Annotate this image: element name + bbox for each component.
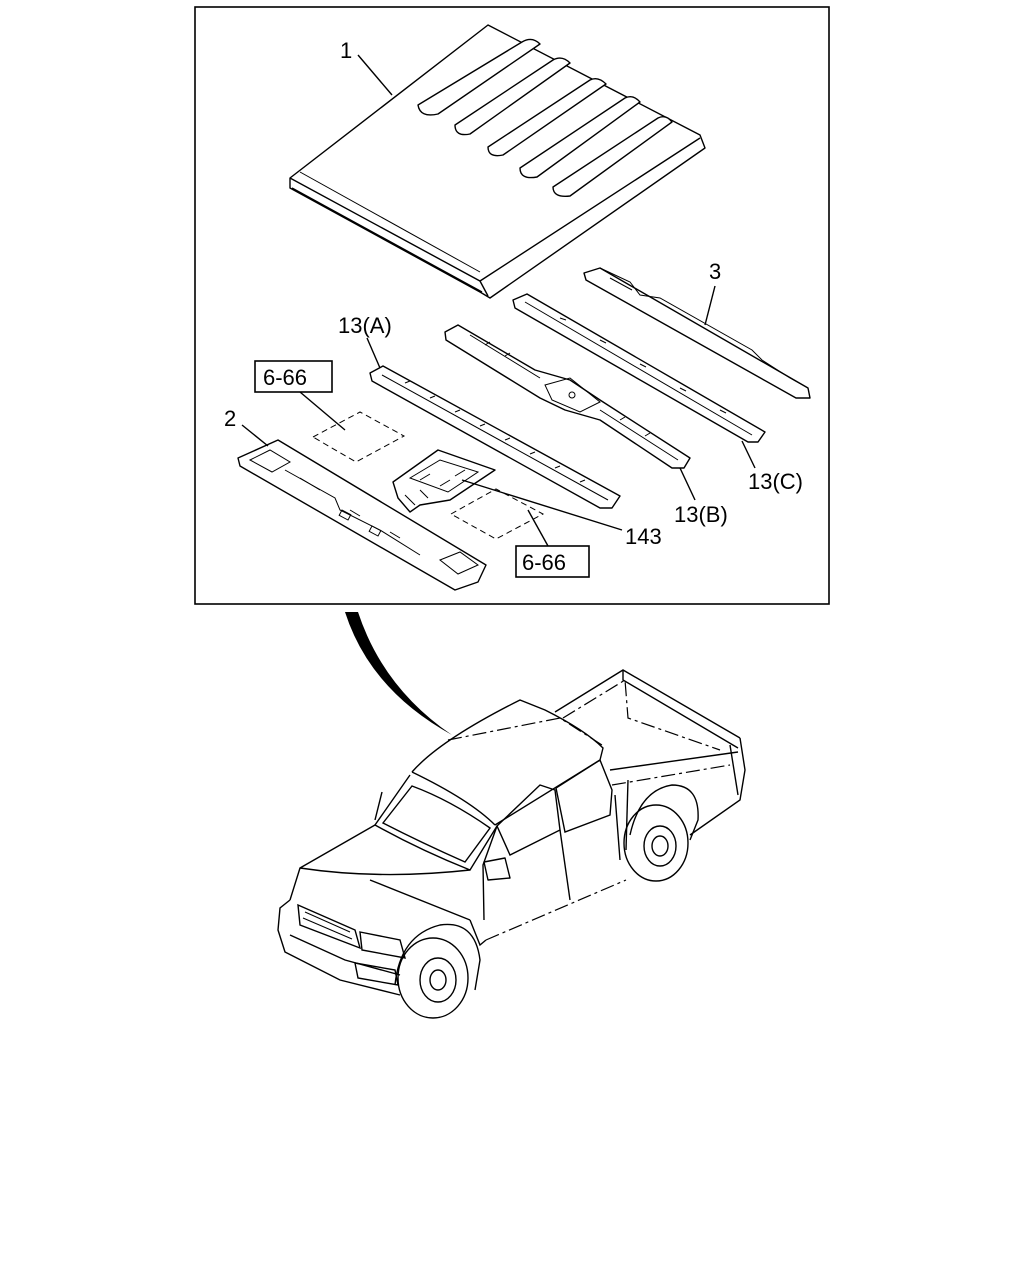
roof-bow-13c[interactable]: [512, 293, 766, 443]
callout-part-3: 3: [709, 259, 721, 284]
insulator-pad-b: [449, 488, 545, 540]
callout-part-13a: 13(A): [338, 313, 392, 338]
reference-label-b: 6-66: [522, 550, 566, 575]
insulator-pad-a: [311, 411, 406, 463]
bracket-143[interactable]: [392, 449, 496, 513]
reference-box-b[interactable]: 6-66: [515, 545, 590, 578]
callout-part-13b: 13(B): [674, 502, 728, 527]
callout-part-13c: 13(C): [748, 469, 803, 494]
callout-part-143: 143: [625, 524, 662, 549]
roof-bow-13a[interactable]: [369, 365, 621, 509]
roof-panel[interactable]: [289, 24, 706, 299]
callout-part-1: 1: [340, 38, 352, 63]
roof-rail-3[interactable]: [583, 267, 811, 399]
front-header-panel-2[interactable]: [237, 439, 487, 591]
pickup-truck-overview: [277, 669, 746, 1019]
exploded-view-frame: [194, 6, 830, 605]
reference-label-a: 6-66: [263, 365, 307, 390]
callout-part-2: 2: [224, 406, 236, 431]
location-leader-arc: [345, 612, 452, 735]
roof-ridges: [417, 38, 673, 197]
roof-bow-13b[interactable]: [444, 324, 691, 469]
reference-box-a[interactable]: 6-66: [254, 360, 333, 393]
